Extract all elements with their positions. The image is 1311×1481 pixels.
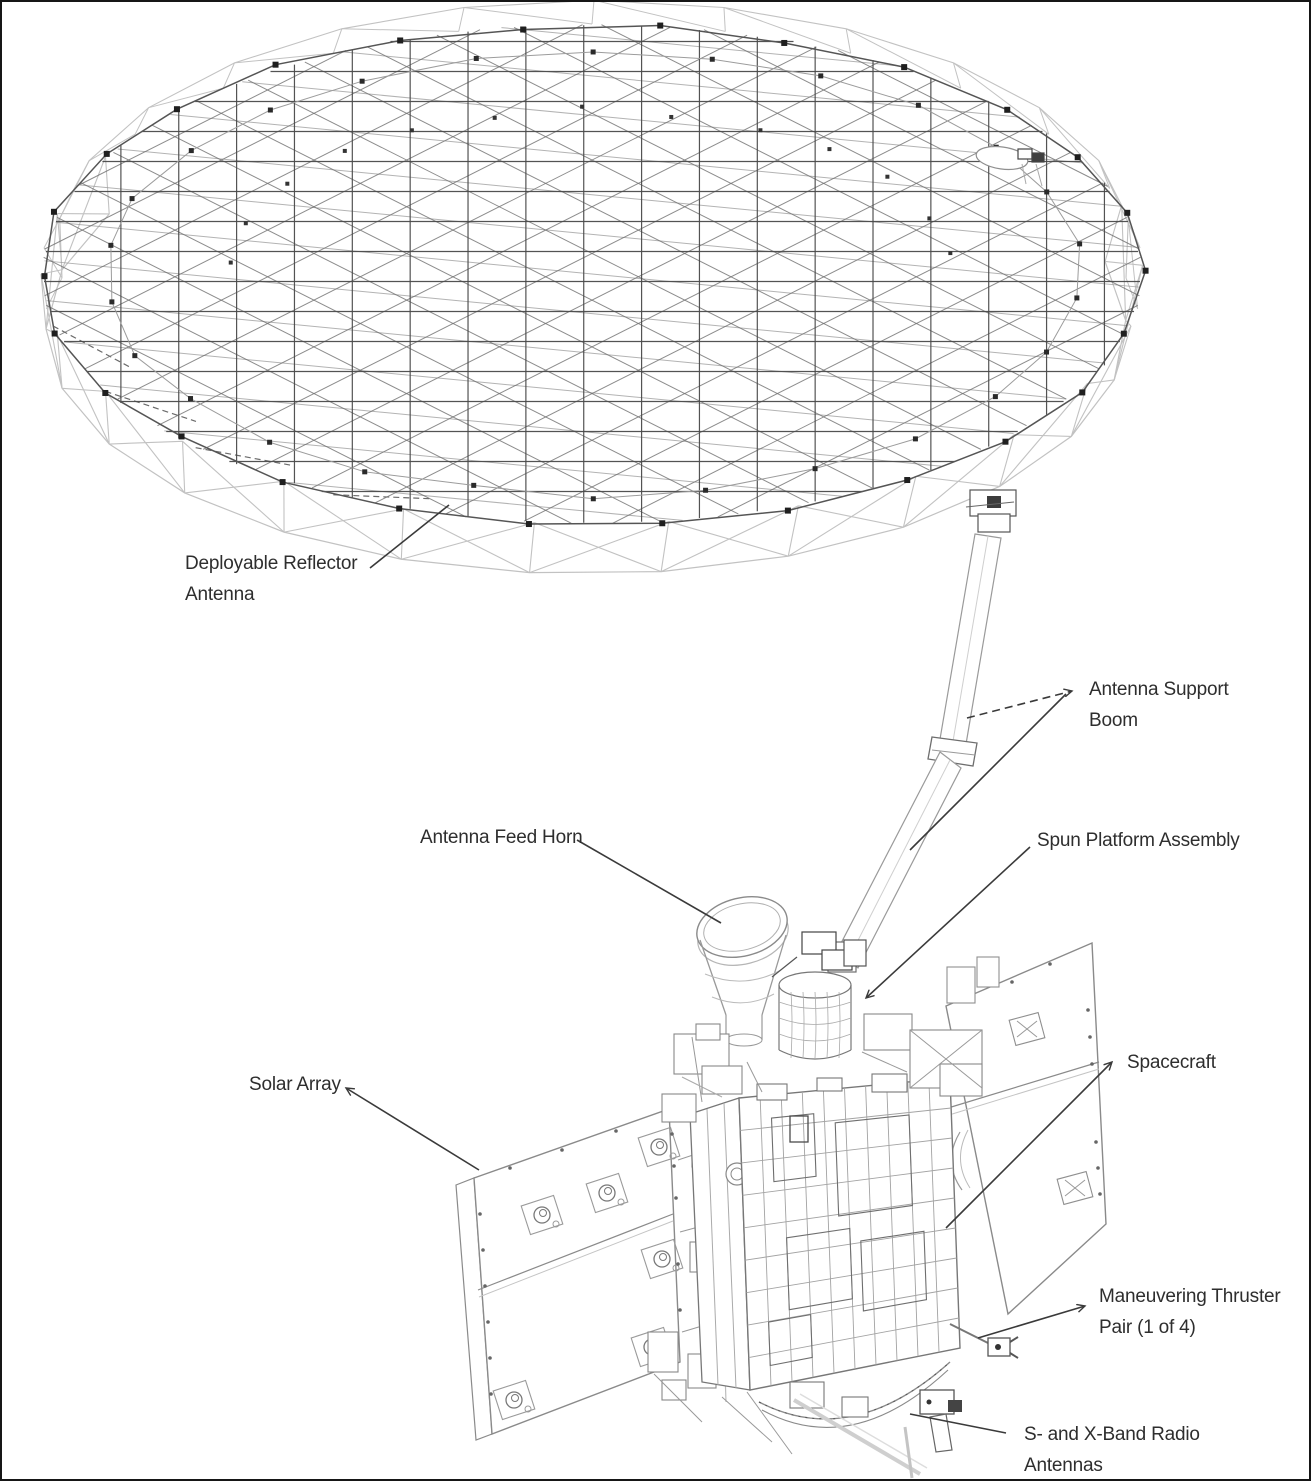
- label-line: Antenna Support: [1089, 679, 1229, 700]
- spacecraft-bus: [689, 1073, 961, 1391]
- label-line: Deployable Reflector: [185, 553, 358, 574]
- radio-antennas: [919, 1389, 962, 1453]
- label-line: S- and X-Band Radio: [1024, 1424, 1200, 1445]
- solar-array-left: [455, 1108, 684, 1441]
- antenna-feed-horn: [696, 896, 789, 1047]
- label-spun-platform-assembly: Spun Platform Assembly: [1037, 825, 1240, 856]
- label-line: Antennas: [1024, 1455, 1103, 1476]
- leader-lines: [346, 504, 1112, 1434]
- antenna-support-boom: [827, 489, 1017, 973]
- label-line: Solar Array: [249, 1074, 341, 1095]
- label-deployable-reflector-antenna: Deployable Reflector Antenna: [185, 548, 358, 610]
- top-deck-hardware: [661, 1013, 983, 1123]
- label-line: Pair (1 of 4): [1099, 1317, 1196, 1338]
- spacecraft-lower-skirt: [647, 1331, 951, 1479]
- label-antenna-feed-horn: Antenna Feed Horn: [420, 822, 583, 853]
- spun-platform-assembly: [771, 931, 867, 1060]
- label-line: Boom: [1089, 710, 1138, 731]
- label-line: Spun Platform Assembly: [1037, 830, 1240, 851]
- reflector-rim-nodes: [41, 22, 1149, 528]
- solar-array-right: [945, 941, 1107, 1316]
- label-line: Antenna: [185, 584, 255, 605]
- label-s-and-x-band-radio-antennas: S- and X-Band Radio Antennas: [1024, 1419, 1200, 1479]
- label-maneuvering-thruster-pair: Maneuvering Thruster Pair (1 of 4): [1099, 1281, 1281, 1343]
- reflector-mesh: [43, 24, 1141, 524]
- label-line: Spacecraft: [1127, 1052, 1216, 1073]
- far-rim-fitting: [975, 145, 1045, 187]
- label-antenna-support-boom: Antenna Support Boom: [1089, 674, 1229, 736]
- reflector-back-rim: [43, 2, 1141, 310]
- label-spacecraft: Spacecraft: [1127, 1047, 1216, 1078]
- thruster-cluster: [949, 1323, 1019, 1359]
- label-line: Antenna Feed Horn: [420, 827, 583, 848]
- label-line: Maneuvering Thruster: [1099, 1286, 1281, 1307]
- reflector-perimeter-truss: [40, 156, 1144, 574]
- label-solar-array: Solar Array: [249, 1069, 341, 1100]
